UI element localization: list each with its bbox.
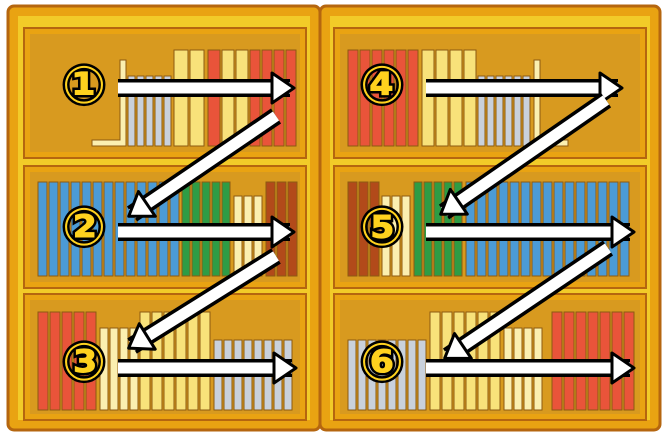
shelf4-book [436, 50, 448, 146]
shelf1-book [286, 50, 296, 146]
step-2-label: ② [62, 198, 106, 258]
shelf6-book [408, 340, 416, 410]
shelf5-book [348, 182, 357, 276]
shelf4-book [450, 50, 462, 146]
step-4-label: ④ [360, 56, 404, 116]
shelf3-book [38, 312, 48, 410]
shelf3-book [110, 328, 118, 410]
step-5-label: ⑤ [360, 198, 404, 258]
shelf5-book [414, 182, 422, 276]
step-3-label: ③ [62, 333, 106, 393]
shelf6-book [418, 340, 426, 410]
shelf2-book [38, 182, 47, 276]
step-6-label: ⑥ [360, 333, 404, 393]
shelf4-book [464, 50, 476, 146]
shelf3-book [50, 312, 60, 410]
shelf2-book [49, 182, 58, 276]
shelf4-book [348, 50, 358, 146]
shelf1-book [208, 50, 220, 146]
shelf1-book [174, 50, 188, 146]
shelf1-book [222, 50, 234, 146]
shelf4-book [408, 50, 418, 146]
shelf1-book [190, 50, 204, 146]
shelf4-book [422, 50, 434, 146]
step-1-label: ① [62, 56, 106, 116]
shelf6-book [348, 340, 356, 410]
